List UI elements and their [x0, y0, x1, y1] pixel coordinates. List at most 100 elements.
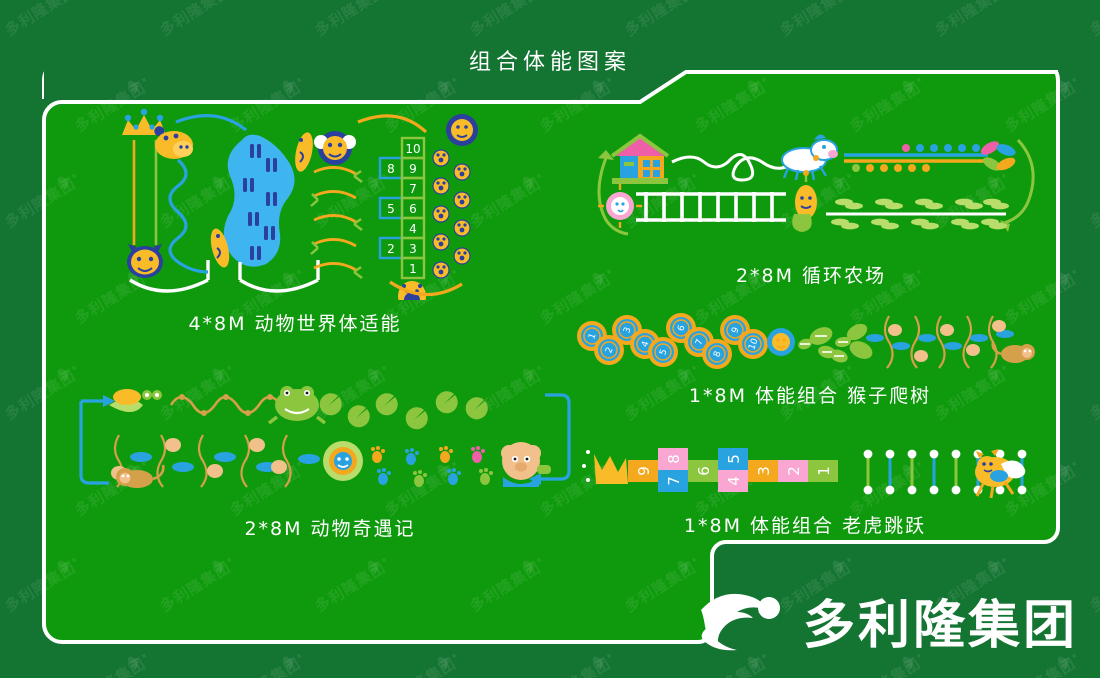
- crown-icon: [582, 450, 628, 484]
- dot-row-top: [902, 144, 980, 152]
- loop-arrow-right: [539, 393, 571, 481]
- page-title: 组合体能图案: [468, 50, 631, 75]
- watermark-text: 多利隆集团: [536, 652, 615, 678]
- watermark-text: 多利隆集团: [156, 0, 234, 40]
- lily-pad-icons: [319, 391, 488, 430]
- tiger-jump-artwork: 9 8 7 6 5 4 3 2 1: [580, 438, 1040, 505]
- watermark-text: 多利隆集团: [1086, 0, 1100, 40]
- svg-text:2: 2: [604, 346, 615, 355]
- watermark-text: 多利隆集团: [1, 0, 79, 40]
- watermark-swoosh-icon: ❥·: [207, 0, 238, 4]
- caption-animal-adventure: 2*8M 动物奇遇记: [244, 518, 416, 540]
- svg-text:5: 5: [725, 454, 743, 464]
- watermark-swoosh-icon: ❥·: [517, 0, 548, 4]
- loop-arrow-left: [79, 401, 109, 485]
- svg-text:4: 4: [640, 340, 651, 349]
- ladder-icon: [636, 192, 786, 222]
- watermark-text: 多利隆集团: [1086, 174, 1100, 232]
- brand-logo: 多利隆集团: [697, 588, 1078, 664]
- monkey-face-icon: [767, 328, 795, 356]
- svg-text:6: 6: [676, 324, 687, 333]
- leaf-icons: [798, 323, 873, 363]
- numbered-circles: 1 2 3 4: [577, 313, 768, 369]
- watermark-text: 多利隆集团: [1086, 366, 1100, 424]
- tiger-jumping-icon: [965, 442, 1035, 507]
- wavy-path-blue: [168, 158, 209, 274]
- watermark-text: 多利隆集团: [931, 0, 1009, 40]
- svg-text:4: 4: [725, 476, 743, 486]
- svg-text:1: 1: [409, 262, 417, 276]
- hopscotch-grid: 10 8 9 7 5 6 4 2 3 1: [378, 136, 426, 280]
- watermark-swoosh-icon: ❥·: [122, 645, 154, 676]
- hippo-face-icon: [154, 126, 193, 159]
- chick-icon: [598, 184, 642, 228]
- caption-loop-farm: 2*8M 循环农场: [735, 265, 887, 287]
- fish-icon-1: [295, 132, 313, 172]
- svg-text:9: 9: [730, 326, 741, 335]
- watermark-text: 多利隆集团: [466, 0, 544, 40]
- watermark-swoosh-icon: ❥·: [52, 0, 83, 4]
- connector-orange-top: [357, 114, 428, 134]
- hand-grip-icons: [866, 320, 1014, 362]
- tiger-face-icon: [127, 244, 163, 278]
- section-tiger-jump: 9 8 7 6 5 4 3 2 1: [580, 438, 1040, 538]
- brand-name: 多利隆集团: [802, 596, 1078, 656]
- squiggle-track: [671, 153, 789, 182]
- svg-text:5: 5: [387, 202, 395, 216]
- caption-monkey-climb: 1*8M 体能组合 猴子爬树: [688, 385, 932, 407]
- watermark-text: 多利隆集团: [381, 652, 460, 678]
- panel-notch-mask: [44, 58, 1058, 102]
- fish-icon-2: [210, 228, 230, 268]
- vine-icons: [883, 315, 998, 369]
- watermark-text: 多利隆集团: [311, 0, 389, 40]
- watermark-swoosh-icon: ❥·: [277, 645, 309, 676]
- stepping-stones: [243, 144, 277, 260]
- loop-arrow-left: [597, 157, 629, 236]
- svg-text:3: 3: [409, 242, 417, 256]
- svg-text:3: 3: [622, 326, 633, 335]
- turtle-icon: [323, 441, 363, 481]
- svg-text:1: 1: [815, 466, 833, 476]
- svg-text:3: 3: [755, 466, 773, 476]
- eagle-logo-icon: [700, 593, 780, 651]
- numbered-blocks: 9 8 7 6 5 4 3 2 1: [628, 448, 838, 492]
- monkey-hanging-icon: [991, 341, 1035, 363]
- svg-text:7: 7: [694, 338, 705, 347]
- animal-world-artwork: 10 8 9 7 5 6 4 2 3 1: [90, 100, 490, 311]
- caption-tiger-jump: 1*8M 体能组合 老虎跳跃: [683, 515, 927, 537]
- loop-arrow-right: [999, 138, 1035, 226]
- paw-print-trail: [432, 114, 478, 279]
- svg-text:10: 10: [747, 337, 760, 351]
- connector-white-1: [129, 278, 209, 293]
- watermark-text: 多利隆集团: [71, 652, 150, 678]
- watermark-text: 多利隆集团: [226, 652, 305, 678]
- section-loop-farm: 2*8M 循环农场: [588, 118, 1048, 288]
- svg-text:5: 5: [658, 348, 669, 357]
- svg-text:4: 4: [409, 222, 417, 236]
- watermark-text: 多利隆集团: [621, 0, 699, 40]
- svg-text:8: 8: [665, 454, 683, 464]
- hand-grip-icons: [111, 438, 320, 480]
- svg-text:6: 6: [409, 202, 417, 216]
- svg-text:10: 10: [405, 142, 420, 156]
- watermark-text: 多利隆集团: [1086, 558, 1100, 616]
- svg-text:7: 7: [665, 476, 683, 486]
- house-icon: [610, 133, 670, 184]
- svg-text:9: 9: [635, 466, 653, 476]
- connector-orange-bottom: [389, 280, 463, 297]
- frog-start-icon: [109, 389, 162, 412]
- corn-icon: [792, 170, 817, 232]
- section-monkey-climb: 1 2 3 4: [575, 312, 1045, 408]
- watermark-text: 多利隆集团: [776, 0, 854, 40]
- section-animal-world: 10 8 9 7 5 6 4 2 3 1: [90, 100, 490, 336]
- flower-icon: [980, 141, 1016, 171]
- watermark-swoosh-icon: ❥·: [827, 0, 858, 4]
- watermark-swoosh-icon: ❥·: [362, 0, 393, 4]
- svg-text:6: 6: [695, 466, 713, 476]
- loop-farm-artwork: [588, 118, 1048, 255]
- svg-text:2: 2: [387, 242, 395, 256]
- svg-text:2: 2: [785, 466, 803, 476]
- watermark-swoosh-icon: ❥·: [432, 645, 464, 676]
- vine-leaf-icons: [310, 170, 363, 279]
- frog-icon: [267, 386, 327, 425]
